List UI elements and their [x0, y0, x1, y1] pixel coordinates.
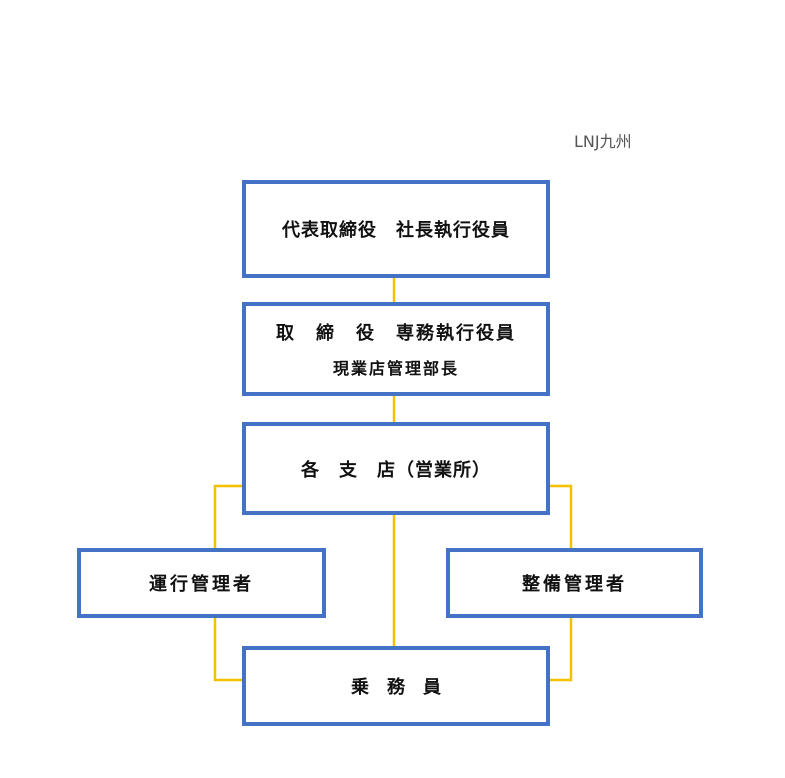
connector-left-loop-lower — [213, 618, 242, 682]
company-name: LNJ九州 — [574, 132, 632, 151]
maintenance-manager-box: 整備管理者 — [446, 548, 703, 618]
director-box: 取 締 役 専務執行役員 現業店管理部長 — [242, 302, 550, 396]
maintenance-manager-label: 整備管理者 — [522, 574, 627, 595]
crew-box: 乗 務 員 — [242, 646, 550, 726]
ceo-box: 代表取締役 社長執行役員 — [242, 180, 550, 278]
director-role-label: 現業店管理部長 — [332, 359, 459, 378]
connector-left-loop — [213, 484, 242, 548]
operations-manager-label: 運行管理者 — [149, 574, 254, 595]
branches-box: 各 支 店（営業所） — [242, 422, 550, 515]
ceo-label: 代表取締役 社長執行役員 — [282, 220, 510, 241]
connector-right-loop-lower — [550, 618, 573, 682]
director-title-label: 取 締 役 専務執行役員 — [276, 323, 516, 344]
operations-manager-box: 運行管理者 — [77, 548, 326, 618]
crew-label: 乗 務 員 — [351, 677, 441, 698]
connector-right-loop — [550, 484, 573, 548]
branches-label: 各 支 店（営業所） — [301, 459, 491, 481]
